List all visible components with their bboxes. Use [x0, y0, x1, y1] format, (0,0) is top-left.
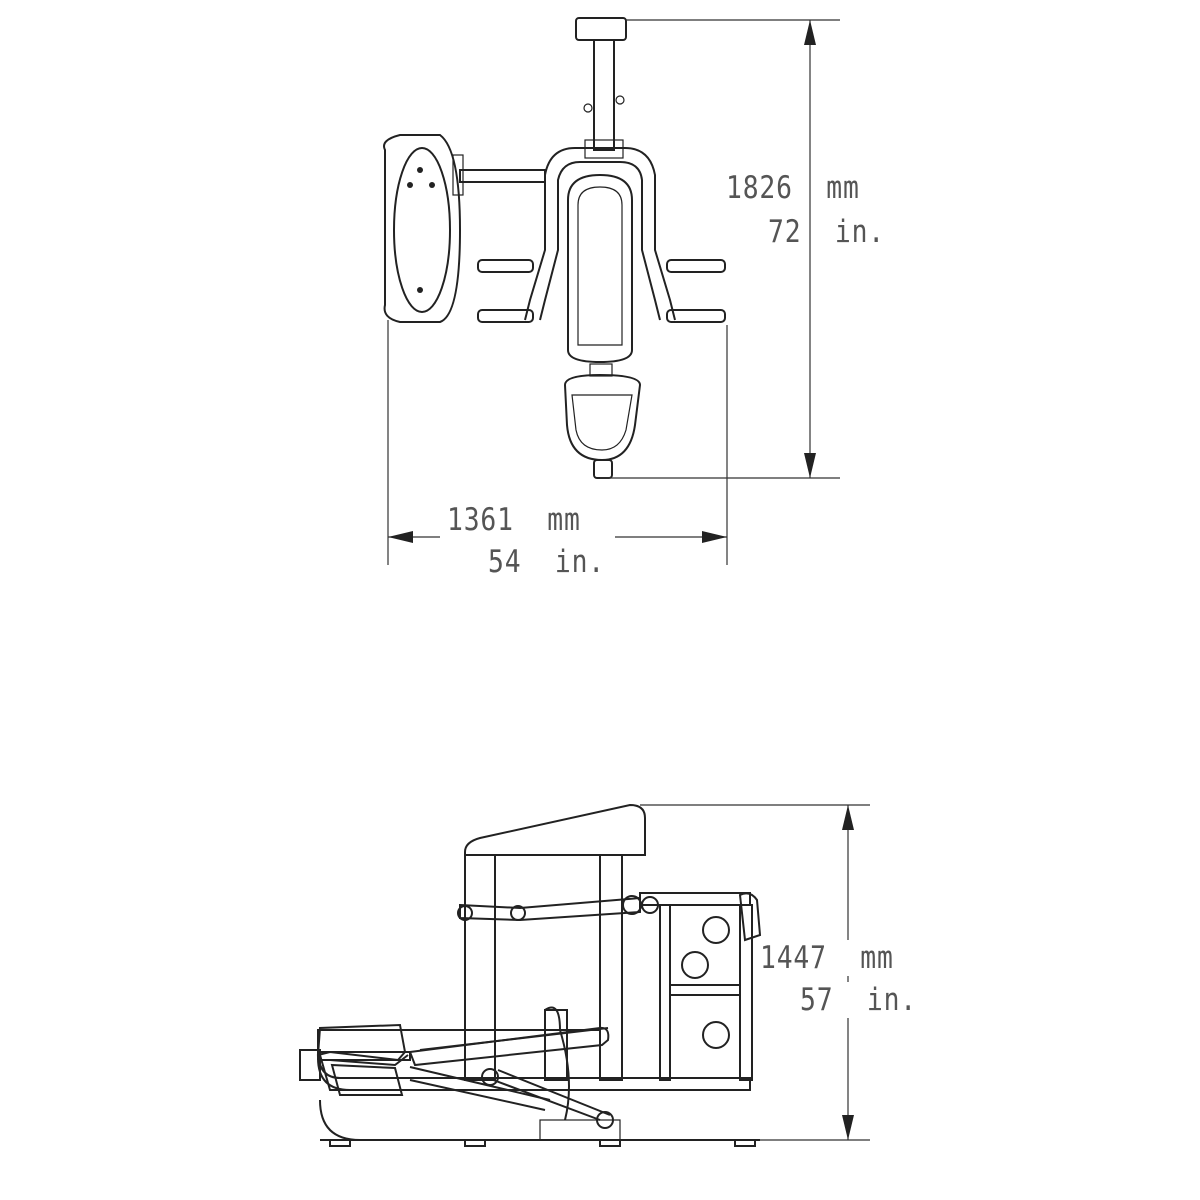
top-view-dimensions: [387, 19, 840, 565]
height-in-label: 57 in.: [800, 982, 918, 1018]
height-mm-label: 1447 mm: [760, 940, 894, 976]
length-in-label: 72 in.: [768, 214, 886, 250]
length-mm-label: 1826 mm: [726, 170, 860, 206]
width-mm-label: 1361 mm: [447, 502, 581, 538]
width-in-label: 54 in.: [488, 544, 606, 580]
top-view-machine: [383, 17, 726, 479]
side-view-machine: [299, 803, 762, 1147]
